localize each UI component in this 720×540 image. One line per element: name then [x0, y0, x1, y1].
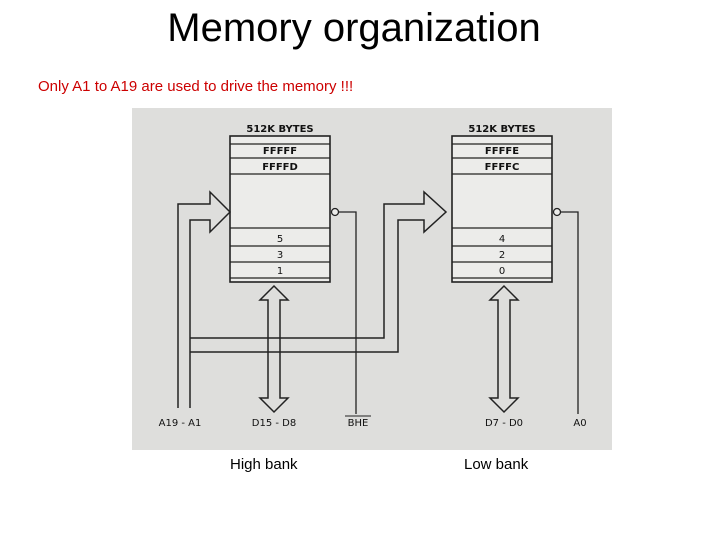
high-bank-cell-1: 3 [277, 250, 283, 261]
memory-bank-diagram: 512K BYTES FFFFF FFFFD 5 3 1 512K BYTES … [132, 108, 612, 450]
high-bank-cell-2: 1 [277, 266, 283, 277]
low-bank-cell-0: 4 [499, 234, 505, 245]
bhe-select-line [330, 207, 357, 414]
high-bank-caption: High bank [230, 456, 298, 473]
slide-subtitle: Only A1 to A19 are used to drive the mem… [38, 78, 354, 95]
high-bank-header: 512K BYTES [246, 124, 313, 135]
low-bank-header: 512K BYTES [468, 124, 535, 135]
low-bank-caption: Low bank [464, 456, 529, 473]
address-bus-label: A19 - A1 [159, 418, 202, 429]
a0-label: A0 [573, 418, 586, 429]
low-data-bus-label: D7 - D0 [485, 418, 523, 429]
high-bank-block [229, 135, 331, 283]
high-data-bus-arrow [258, 284, 290, 414]
low-bank-address-1: FFFFC [485, 162, 520, 173]
address-bus-arrow [177, 190, 448, 408]
high-bank-address-0: FFFFF [263, 146, 297, 157]
slide-title: Memory organization [167, 6, 541, 50]
low-bank-address-0: FFFFE [485, 146, 519, 157]
high-bank-address-1: FFFFD [262, 162, 298, 173]
memory-bank-svg: 512K BYTES FFFFF FFFFD 5 3 1 512K BYTES … [159, 124, 587, 429]
low-bank-cell-1: 2 [499, 250, 505, 261]
low-bank-block [451, 135, 553, 283]
low-bank-cell-2: 0 [499, 266, 505, 277]
high-data-bus-label: D15 - D8 [252, 418, 296, 429]
low-data-bus-arrow [488, 284, 520, 414]
bhe-label: BHE [348, 418, 369, 429]
high-bank-cell-0: 5 [277, 234, 283, 245]
a0-select-line [552, 207, 579, 414]
